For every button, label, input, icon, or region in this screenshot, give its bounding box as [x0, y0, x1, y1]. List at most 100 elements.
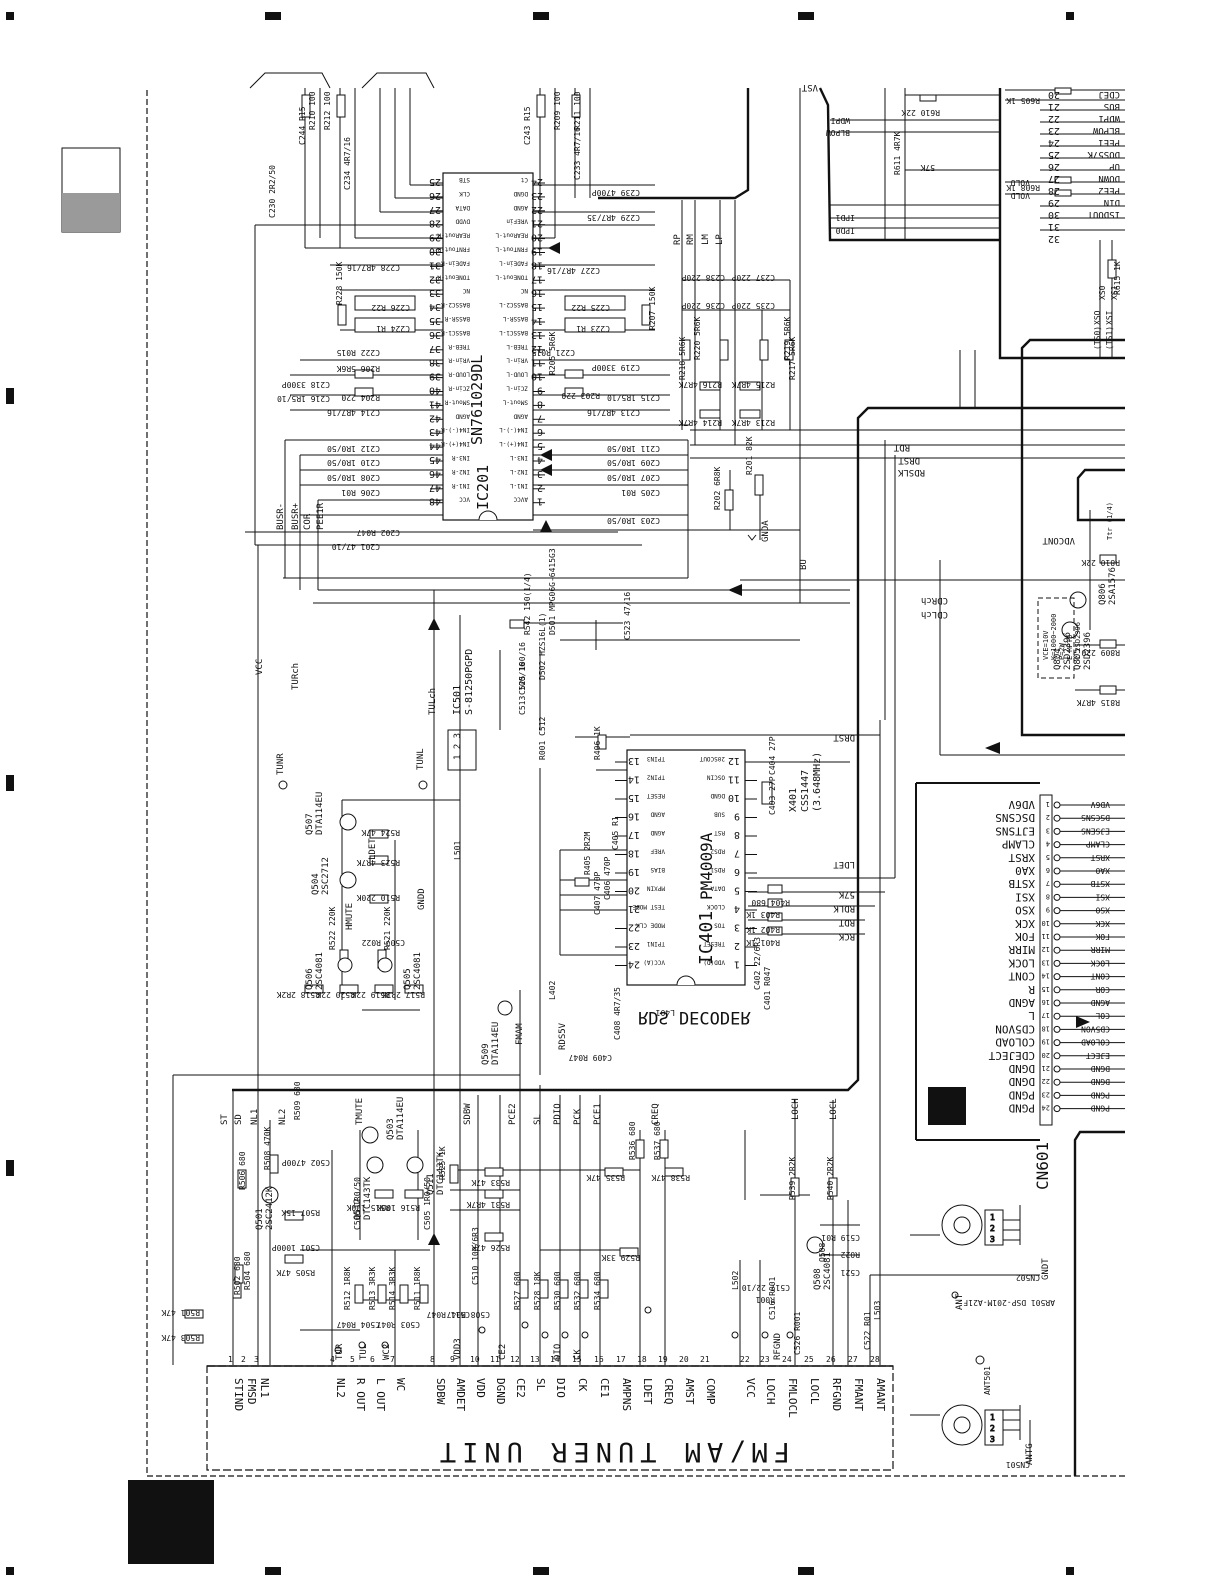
passive-label: R219 5R6K [783, 316, 792, 360]
ic201-part: SN761029DL [468, 355, 486, 445]
ic201-pin-number: 21 [531, 218, 543, 229]
cn601-pin-circle [1053, 893, 1061, 901]
misc-label: C 2SD2396 [1074, 622, 1082, 660]
tuner-pin-name: STIND [232, 1378, 245, 1411]
ic201-pin-number: 45 [429, 454, 441, 465]
passive-bodies [184, 87, 1117, 1344]
ic201-pin-name: DATA [455, 204, 470, 211]
ic201-pin-number: 6 [537, 426, 543, 437]
cn601-net-label: CONT [1091, 972, 1110, 981]
tuner-pin-name: LDET [641, 1378, 654, 1405]
cn601-pin-name: LOCK [1008, 956, 1035, 969]
ic401-pin-number: 20 [628, 885, 640, 896]
cn601-pin-name: XSTB [1008, 877, 1035, 890]
ic201-pin-number: 47 [429, 482, 441, 493]
ic401-pin-name: RST [714, 829, 725, 836]
passive-label: R512 1R8K [343, 1266, 352, 1310]
tuner-pin-name: LOCL [808, 1378, 821, 1405]
cn601-pin-name: CD5VON [995, 1022, 1035, 1035]
passive-label: C223 R1 [576, 324, 610, 333]
ic401-ref: IC401 [696, 911, 717, 965]
cn601-pin-number: 20 [1042, 1051, 1050, 1059]
cn601-pin-circle [1053, 959, 1061, 967]
ic201-pin-name: REARout-R [437, 232, 470, 239]
tuner-pin-number: 23 [760, 1355, 770, 1364]
transistor-part: DTC143TK [436, 1151, 446, 1195]
ic201-pin-name: IN1-R [452, 482, 470, 489]
passive-label: L503 [873, 1301, 882, 1320]
ic201-pin-name: ZCin-L [506, 385, 528, 392]
passive-label: R216 4R7K [678, 380, 722, 389]
cn601-pin-number: 7 [1046, 879, 1050, 887]
top-right-signal-label: BLPOW [1092, 125, 1120, 135]
ic201-pin-number: 38 [429, 357, 441, 368]
passive-label: C207 1R0/50 [607, 473, 660, 482]
ic201-pin-name: NC [520, 287, 528, 294]
top-right-pin-number: 25 [1048, 149, 1060, 160]
passive-label: C403 27P [768, 776, 777, 815]
ic401-pin-number: 19 [628, 866, 640, 877]
passive-label: C503 R047 [376, 1320, 420, 1329]
passive-label: C519 R01 [821, 1233, 860, 1242]
cn601-pin-name: CLAMP [1002, 838, 1035, 851]
tuner-pin-name: VDD [474, 1378, 487, 1398]
tuner-pin-name: SDBW [434, 1378, 447, 1405]
net-label: WC2 [382, 1344, 392, 1360]
cn601-net-label: XCK [1095, 919, 1110, 928]
transistor-part: 2SA1576 [1108, 567, 1118, 605]
tuner-pin-number: 11 [490, 1355, 500, 1364]
passive-label: C407 470P [593, 871, 602, 915]
net-label: RCK [838, 931, 855, 941]
ic201-pin-number: 5 [537, 440, 543, 451]
ic201-pin-number: 19 [531, 246, 543, 257]
ic401-pin-number: 14 [628, 774, 640, 785]
svg-text:1: 1 [990, 1413, 995, 1422]
cn601-pin-name: DGND [1009, 1075, 1036, 1088]
cn601-net-label: DGND [1091, 1064, 1110, 1073]
passive-label: R217 5R6K [788, 336, 797, 380]
passive-label: C234 4R7/16 [343, 137, 352, 190]
cn601-net-label: CLAMP [1086, 840, 1110, 849]
tuner-pin-number: 19 [658, 1355, 668, 1364]
ic201-pin-name: FRNTout-R [437, 246, 470, 253]
passive-label: R406 1K [593, 726, 602, 760]
passive-label: R527 680 [513, 1271, 522, 1310]
net-label: BUSR- [276, 503, 286, 530]
top-right-signal-label: DIN [1104, 197, 1120, 207]
cn601-net-label: FOK [1095, 932, 1110, 941]
ic201-pin-number: 35 [429, 315, 441, 326]
passive-label: C230 2R2/50 [268, 165, 277, 218]
ic201-pin-number: 2 [537, 482, 543, 493]
cn601-net-label: XA0 [1095, 866, 1110, 875]
ic201-pin-number: 28 [429, 218, 441, 229]
transistor-part: 2SC2412K [265, 1186, 275, 1230]
top-right-pin-number: 22 [1048, 113, 1060, 124]
ic201-pin-number: 33 [429, 287, 441, 298]
net-label: RFGND [773, 1333, 783, 1360]
passive-label: C213 4R7/16 [587, 408, 640, 417]
passive-label: R001 C512 [538, 716, 547, 760]
passive-label: R540 2R2K [826, 1156, 835, 1200]
misc-label: Ttr (1/4) [1106, 502, 1114, 540]
tuner-pin-number: 2 [241, 1355, 246, 1364]
cn601-pin-circle [1053, 880, 1061, 888]
passive-label: C209 1R0/50 [607, 458, 660, 467]
passive-label: C507 R022 [361, 938, 405, 947]
net-label: VST [801, 82, 818, 92]
passive-label: R503 47K [161, 1333, 200, 1342]
ic201-pin-name: BASSC2-R [441, 301, 470, 308]
net-label: GNDD [417, 888, 427, 910]
cn601-pin-number: 14 [1042, 972, 1050, 980]
tuner-pin-number: 9 [450, 1355, 455, 1364]
cn601-net-label: DGND [1091, 1077, 1110, 1086]
transistor-part: DTA114EU [491, 1022, 501, 1065]
transistor-ref: Q501 [255, 1208, 265, 1230]
ic201-pin-name: DGND [513, 190, 528, 197]
top-right-part-label: R608 1K [1006, 183, 1040, 192]
passive-label: R536 680 [628, 1121, 637, 1160]
ic201-pin-name: LOUD-R [448, 371, 470, 378]
cn601-pin-number: 23 [1042, 1090, 1050, 1098]
ic401-pin-name: AGND [650, 829, 665, 836]
tuner-pin-name: CK [576, 1378, 589, 1392]
